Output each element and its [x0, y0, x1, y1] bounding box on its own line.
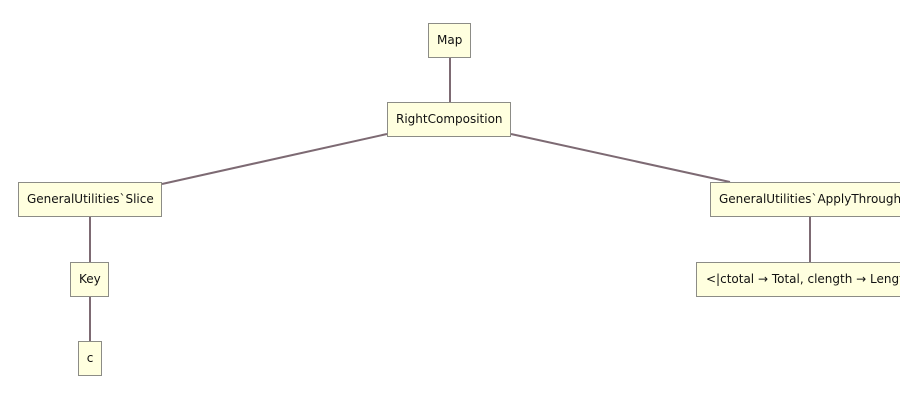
- node-right-composition: RightComposition: [387, 102, 511, 137]
- node-association: <|ctotal → Total, clength → Length|>: [696, 262, 900, 297]
- node-c: c: [78, 341, 102, 376]
- edge-rightcomposition-slice: [161, 133, 388, 185]
- node-slice: GeneralUtilities`Slice: [18, 182, 162, 217]
- node-apply-through: GeneralUtilities`ApplyThrough: [710, 182, 900, 217]
- node-map: Map: [428, 23, 471, 58]
- edge-rightcomposition-applythrough: [510, 133, 731, 183]
- node-key: Key: [70, 262, 109, 297]
